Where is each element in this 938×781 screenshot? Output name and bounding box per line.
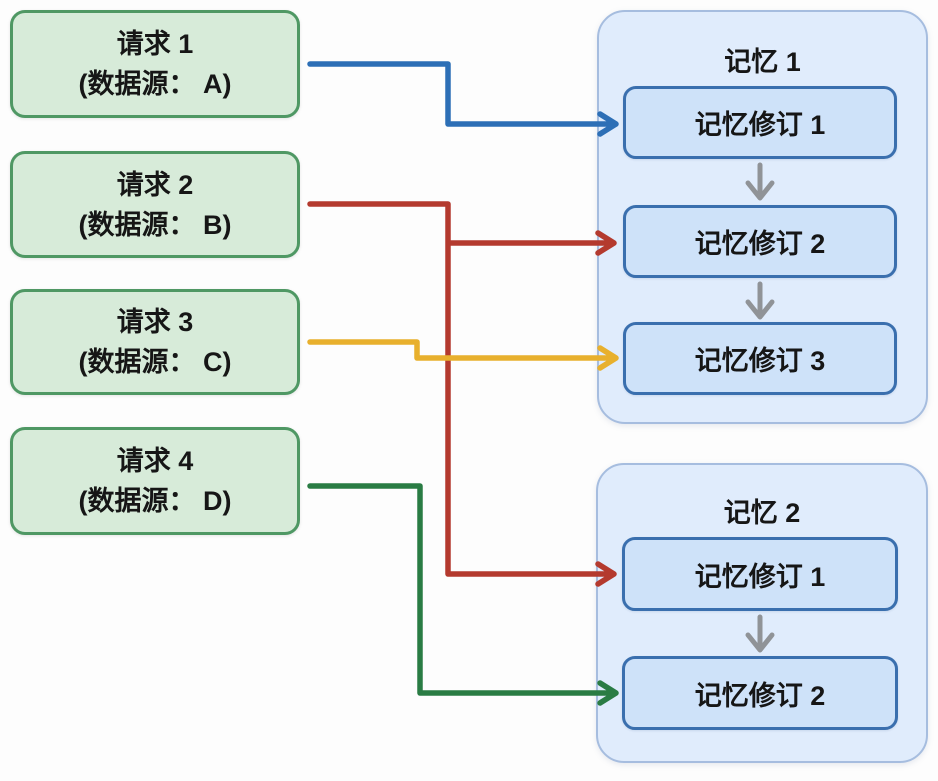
memory-2-revision-box-2: 记忆修订 2	[622, 656, 898, 730]
edge-request-2-to-memory-1-revision-2-and-memory-2-revision-1	[307, 201, 617, 587]
memory-1-revision-box-2: 记忆修订 2	[623, 205, 897, 278]
request-4-title: 请求 4	[116, 446, 194, 476]
edge-request-1-to-memory-1-revision-1	[307, 61, 619, 137]
request-4-subtitle: (数据源： D)	[78, 486, 232, 516]
memory-2-revision-box-1: 记忆修订 1	[622, 537, 898, 611]
request-box-1: 请求 1 (数据源： A)	[10, 10, 300, 118]
request-1-title: 请求 1	[116, 29, 194, 59]
request-2-subtitle: (数据源： B)	[78, 209, 232, 240]
request-3-title: 请求 3	[116, 307, 194, 337]
memory-2-title: 记忆 2	[723, 498, 801, 528]
memory-1-revision-box-3: 记忆修订 3	[623, 322, 897, 395]
memory-1-revision-box-1: 记忆修订 1	[623, 86, 897, 159]
request-box-3: 请求 3 (数据源： C)	[10, 289, 300, 395]
memory-1-revision-2-label: 记忆修订 2	[694, 229, 826, 259]
memory-1-title: 记忆 1	[724, 47, 801, 77]
request-box-4: 请求 4 (数据源： D)	[10, 427, 300, 535]
request-1-subtitle: (数据源： A)	[78, 69, 232, 99]
memory-1-revision-1-label: 记忆修订 1	[694, 110, 826, 140]
edge-request-4-to-memory-2-revision-2	[307, 483, 619, 706]
memory-2-revision-1-label: 记忆修订 1	[694, 561, 826, 592]
request-3-subtitle: (数据源： C)	[78, 347, 232, 377]
edge-request-3-to-memory-1-revision-3	[307, 339, 619, 371]
request-box-2: 请求 2 (数据源： B)	[10, 151, 300, 258]
memory-1-revision-3-label: 记忆修订 3	[694, 346, 826, 376]
memory-2-revision-2-label: 记忆修订 2	[694, 680, 826, 711]
request-2-title: 请求 2	[116, 169, 194, 200]
